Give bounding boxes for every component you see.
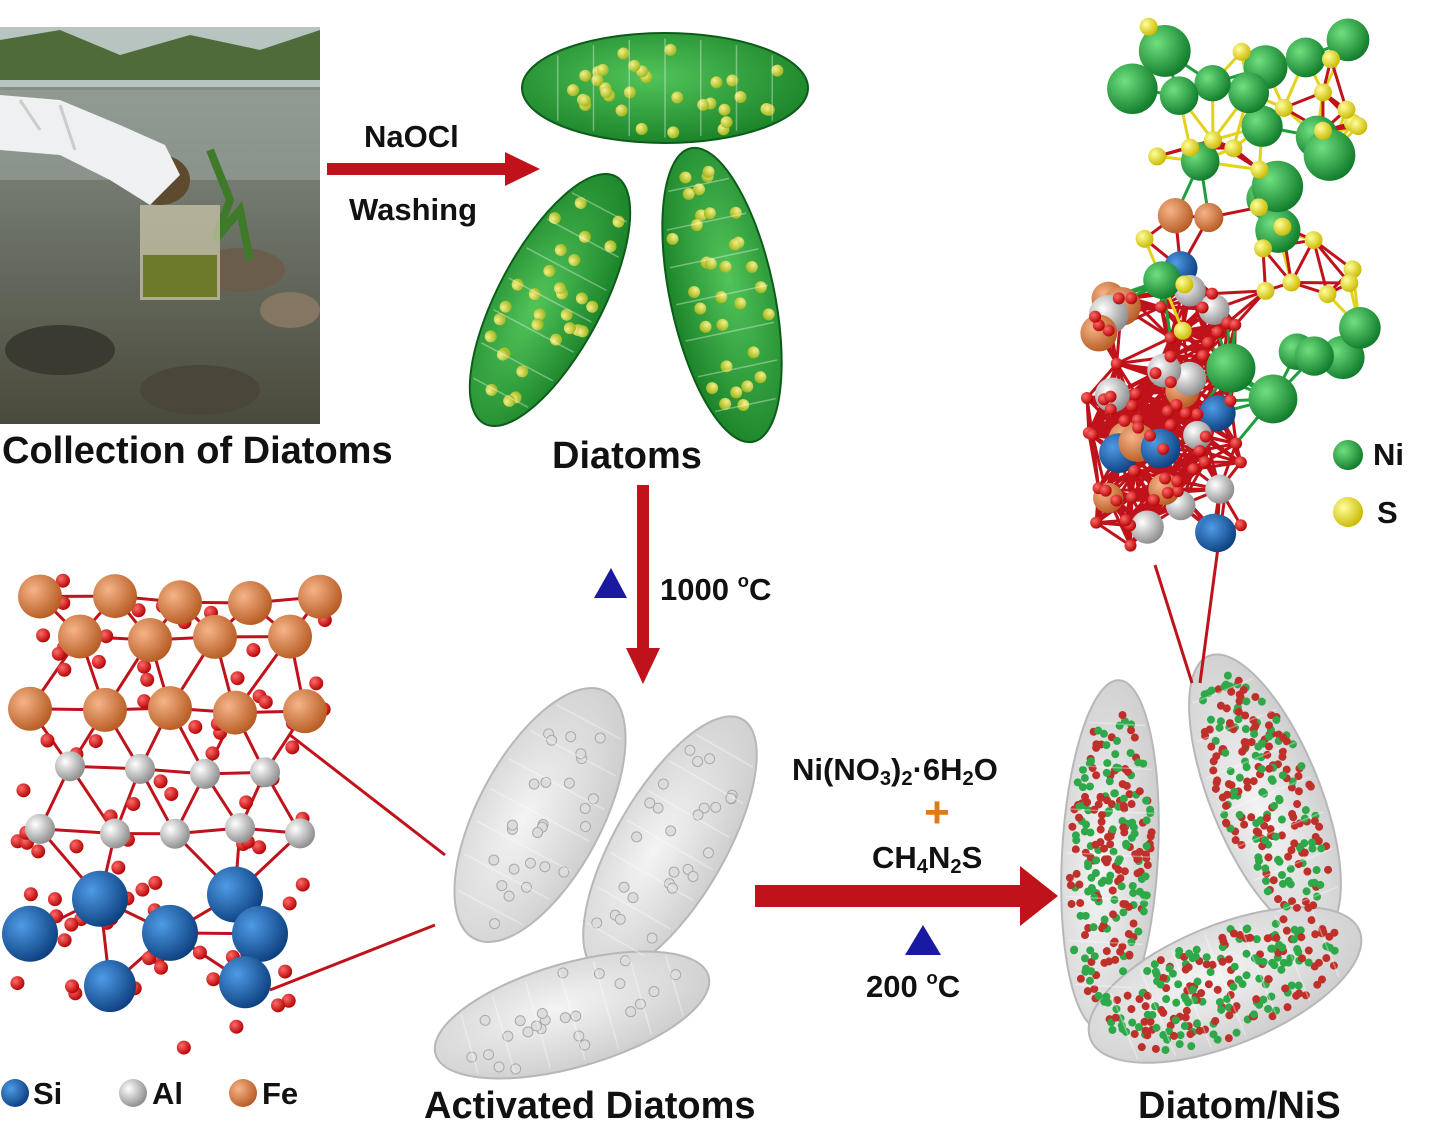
heat-triangle-2 [905,925,941,955]
label-activated: Activated Diatoms [424,1085,756,1128]
legend-al-marker [119,1079,147,1107]
reagent-thiourea: CH4N2S [872,840,982,879]
label-collection: Collection of Diatoms [2,430,393,473]
legend-s-marker [1333,497,1363,527]
diatoms-nis [1053,635,1382,1095]
legend-fe-marker [229,1079,257,1107]
diatoms-green [438,33,808,453]
heat-triangle-1 [594,568,627,598]
collection-photo [0,27,320,424]
label-product: Diatom/NiS [1138,1085,1341,1128]
diatoms-activated [420,662,791,1104]
legend-s-label: S [1377,495,1398,531]
plus-sign: + [924,788,950,837]
legend-si-marker [1,1079,29,1107]
legend-al-label: Al [152,1076,183,1112]
legend-si-label: Si [33,1076,62,1112]
temperature-200: 200 oC [866,967,960,1005]
label-diatoms: Diatoms [552,435,702,478]
reagent-naocl: NaOCl [364,119,459,155]
temperature-1000: 1000 oC [660,570,771,608]
arrow-wash [327,152,540,186]
legend-right [1333,440,1363,527]
legend-ni-label: Ni [1373,437,1404,473]
reagent-nickel-nitrate: Ni(NO3)2·6H2O [792,752,998,791]
legend-fe-label: Fe [262,1076,298,1112]
arrow-calcine [594,485,660,684]
crystal-structure-nis [1080,18,1380,553]
process-washing: Washing [349,192,477,228]
legend-ni-marker [1333,440,1363,470]
